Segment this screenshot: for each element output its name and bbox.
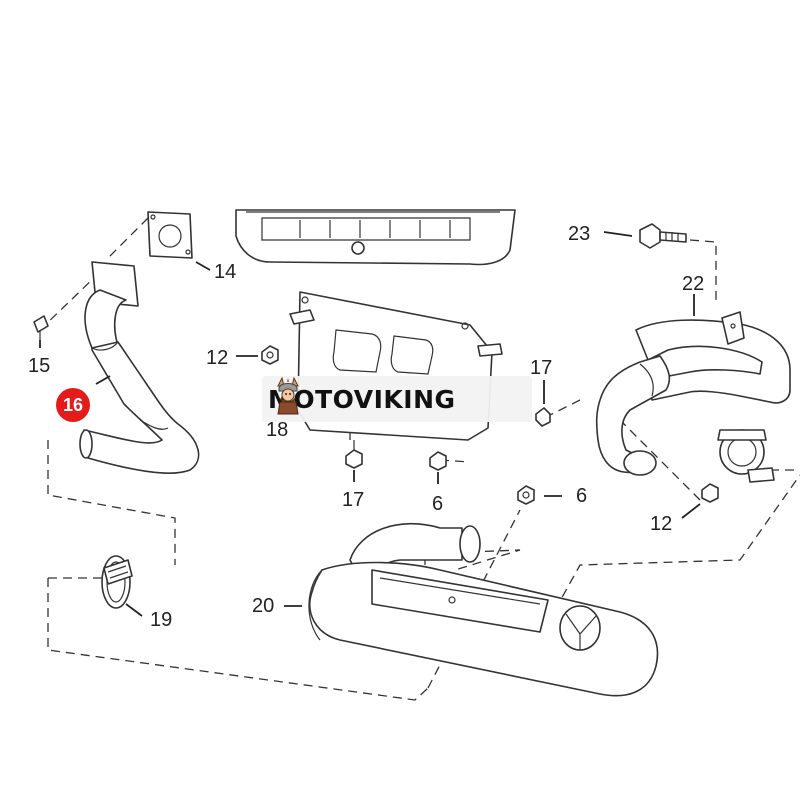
callout-17-lower: 17 [342,489,364,511]
highlighted-callout-16: 16 [56,388,90,422]
watermark-text: MOTOVIKING [268,384,456,414]
callout-12-left: 12 [206,347,228,369]
highlight-circle [56,388,90,422]
bolt-part-15 [33,315,49,340]
callout-20: 20 [252,595,274,617]
gasket-part-14 [147,211,193,259]
nut-part-12-right [701,483,719,503]
callout-17-right: 17 [530,357,552,379]
clamp-right [717,429,775,483]
callout-23: 23 [568,223,590,245]
bolt-part-17-right [535,407,551,427]
leader-lines [39,231,701,617]
callout-labels: 14 15 12 17 18 17 6 6 19 20 23 22 12 [28,223,704,631]
elbow-pipe-part-16 [79,261,200,475]
clamp-part-19 [101,555,133,609]
nut-part-6-lower [517,485,535,505]
callout-22: 22 [682,273,704,295]
watermark-banner: MOTOVIKING [262,376,532,422]
tailpipe-part-22 [595,311,791,476]
callout-18: 18 [266,419,288,441]
callout-6-upper: 6 [432,493,443,515]
nut-part-6-upper [429,451,447,471]
engine-block [235,209,516,266]
callout-19: 19 [150,609,172,631]
callout-16: 16 [63,395,83,415]
bolt-part-23 [639,223,687,249]
callout-14: 14 [214,261,236,283]
viking-mascot-icon [277,376,299,415]
callout-12-right: 12 [650,513,672,535]
callout-15: 15 [28,355,50,377]
nut-part-12-left [261,345,279,365]
bolt-part-17-lower [345,440,363,469]
muffler-part-20 [308,522,659,697]
callout-6-lower: 6 [576,485,587,507]
